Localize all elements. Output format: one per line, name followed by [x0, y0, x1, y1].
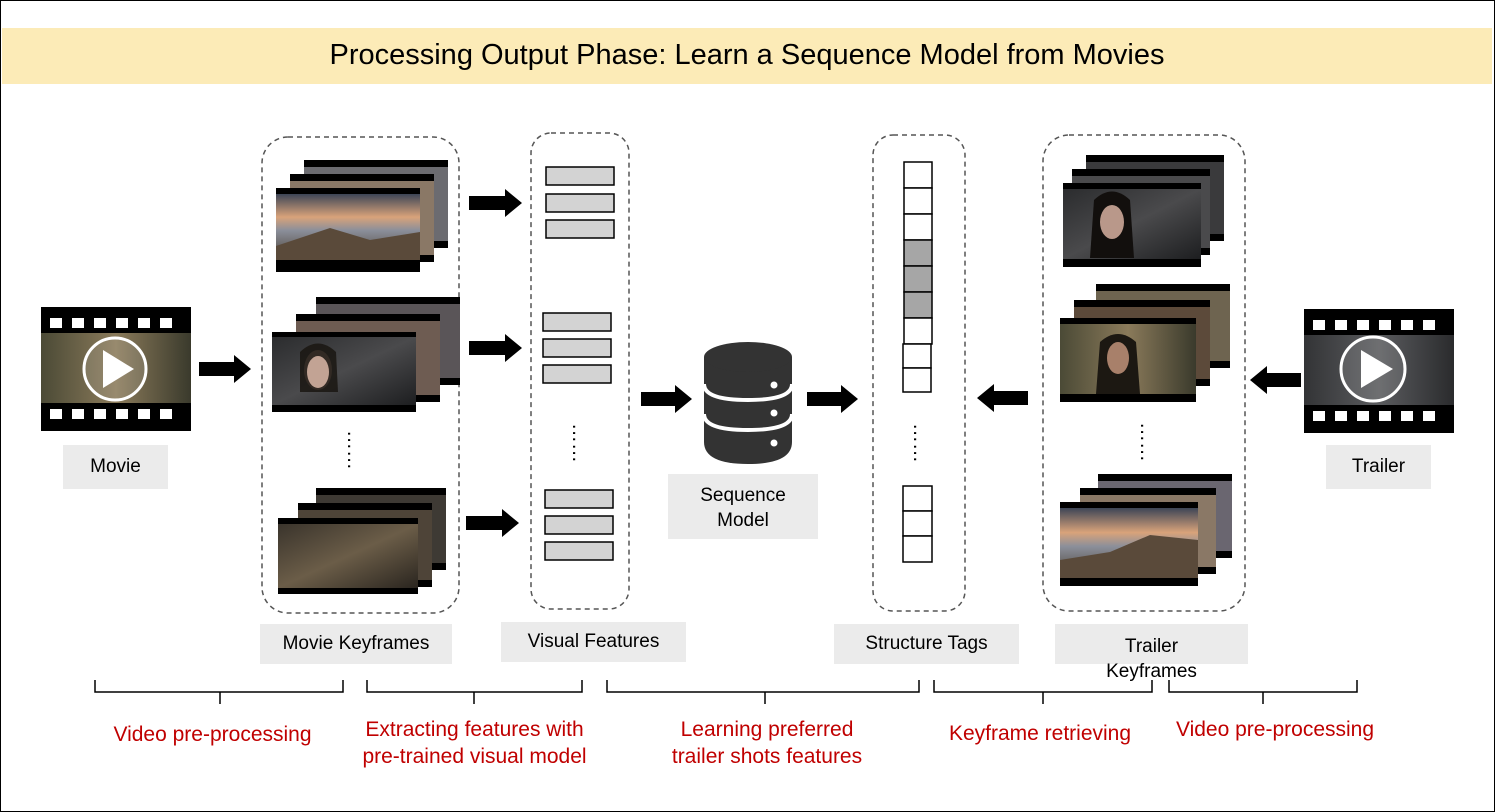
structure-tag: [902, 510, 933, 537]
label-movie: Movie: [63, 445, 168, 489]
feature-bar: [542, 364, 612, 384]
trailer-keyframe-stack: [1063, 155, 1224, 267]
arrow-right: [469, 189, 522, 217]
structure-tag-filled: [903, 239, 933, 267]
step-keyframe-retrieving: Keyframe retrieving: [948, 722, 1132, 745]
feature-bar: [545, 219, 615, 239]
feature-vector-group: [544, 489, 614, 561]
structure-tag: [902, 343, 932, 369]
feature-bar: [545, 166, 615, 186]
trailer-keyframes-ellipsis: ……: [1136, 422, 1158, 462]
step-video-preprocessing-right: Video pre-processing: [1175, 718, 1375, 741]
structure-tag-filled: [903, 265, 933, 293]
structure-tag: [903, 317, 933, 345]
brace: [1168, 680, 1358, 704]
visual-features-ellipsis: ……: [568, 423, 590, 463]
feature-bar: [544, 489, 614, 509]
movie-keyframe-stack: [278, 488, 446, 594]
movie-keyframes-ellipsis: ……: [343, 430, 365, 470]
structure-tags-ellipsis: ……: [909, 423, 931, 463]
structure-tag: [903, 187, 933, 215]
feature-vector-group: [545, 166, 615, 239]
structure-tag: [902, 367, 932, 393]
trailer-keyframe-stack: [1060, 284, 1230, 402]
arrow-left: [1250, 366, 1301, 394]
movie-film-icon: [41, 307, 191, 431]
structure-tags-group: [872, 134, 966, 612]
arrow-left: [977, 384, 1028, 412]
diagram-title: Processing Output Phase: Learn a Sequenc…: [329, 39, 1165, 71]
title-banner: Processing Output Phase: Learn a Sequenc…: [2, 28, 1492, 84]
arrow-right: [199, 355, 251, 383]
step-extracting-features: Extracting features with pre-trained vis…: [362, 718, 587, 768]
step-video-preprocessing-left: Video pre-processing: [113, 723, 312, 746]
movie-keyframe-stack: [276, 160, 448, 272]
label-trailer: Trailer: [1326, 445, 1431, 489]
trailer-keyframes-group: [1042, 134, 1246, 612]
visual-features-group: [530, 132, 630, 610]
label-sequence-model: Sequence Model: [668, 474, 818, 539]
arrow-right: [641, 385, 692, 413]
feature-vector-group: [542, 312, 612, 384]
trailer-film-icon: [1304, 309, 1454, 433]
brace: [366, 680, 583, 704]
arrow-right: [807, 385, 858, 413]
feature-bar: [542, 338, 612, 358]
step-learning-preferred: Learning preferred trailer shots feature…: [671, 718, 863, 768]
label-visual-features: Visual Features: [501, 622, 686, 662]
structure-tag: [903, 161, 933, 189]
arrow-right: [469, 334, 522, 362]
feature-bar: [545, 193, 615, 213]
trailer-keyframe-stack: [1060, 474, 1232, 586]
database-icon: [702, 342, 794, 464]
brace: [94, 680, 344, 704]
feature-bar: [544, 541, 614, 561]
structure-tag: [902, 535, 933, 563]
brace: [933, 680, 1153, 704]
structure-tag-filled: [903, 291, 933, 319]
structure-tag: [902, 485, 933, 512]
structure-tag-column: [902, 161, 933, 563]
brace: [606, 680, 920, 704]
feature-bar: [544, 515, 614, 535]
structure-tag: [903, 213, 933, 241]
arrow-right: [466, 509, 519, 537]
feature-bar: [542, 312, 612, 332]
label-structure-tags: Structure Tags: [834, 624, 1019, 664]
label-movie-keyframes: Movie Keyframes: [260, 624, 452, 664]
label-trailer-keyframes: Trailer Keyframes: [1055, 624, 1248, 682]
movie-keyframe-stack: [272, 297, 460, 412]
